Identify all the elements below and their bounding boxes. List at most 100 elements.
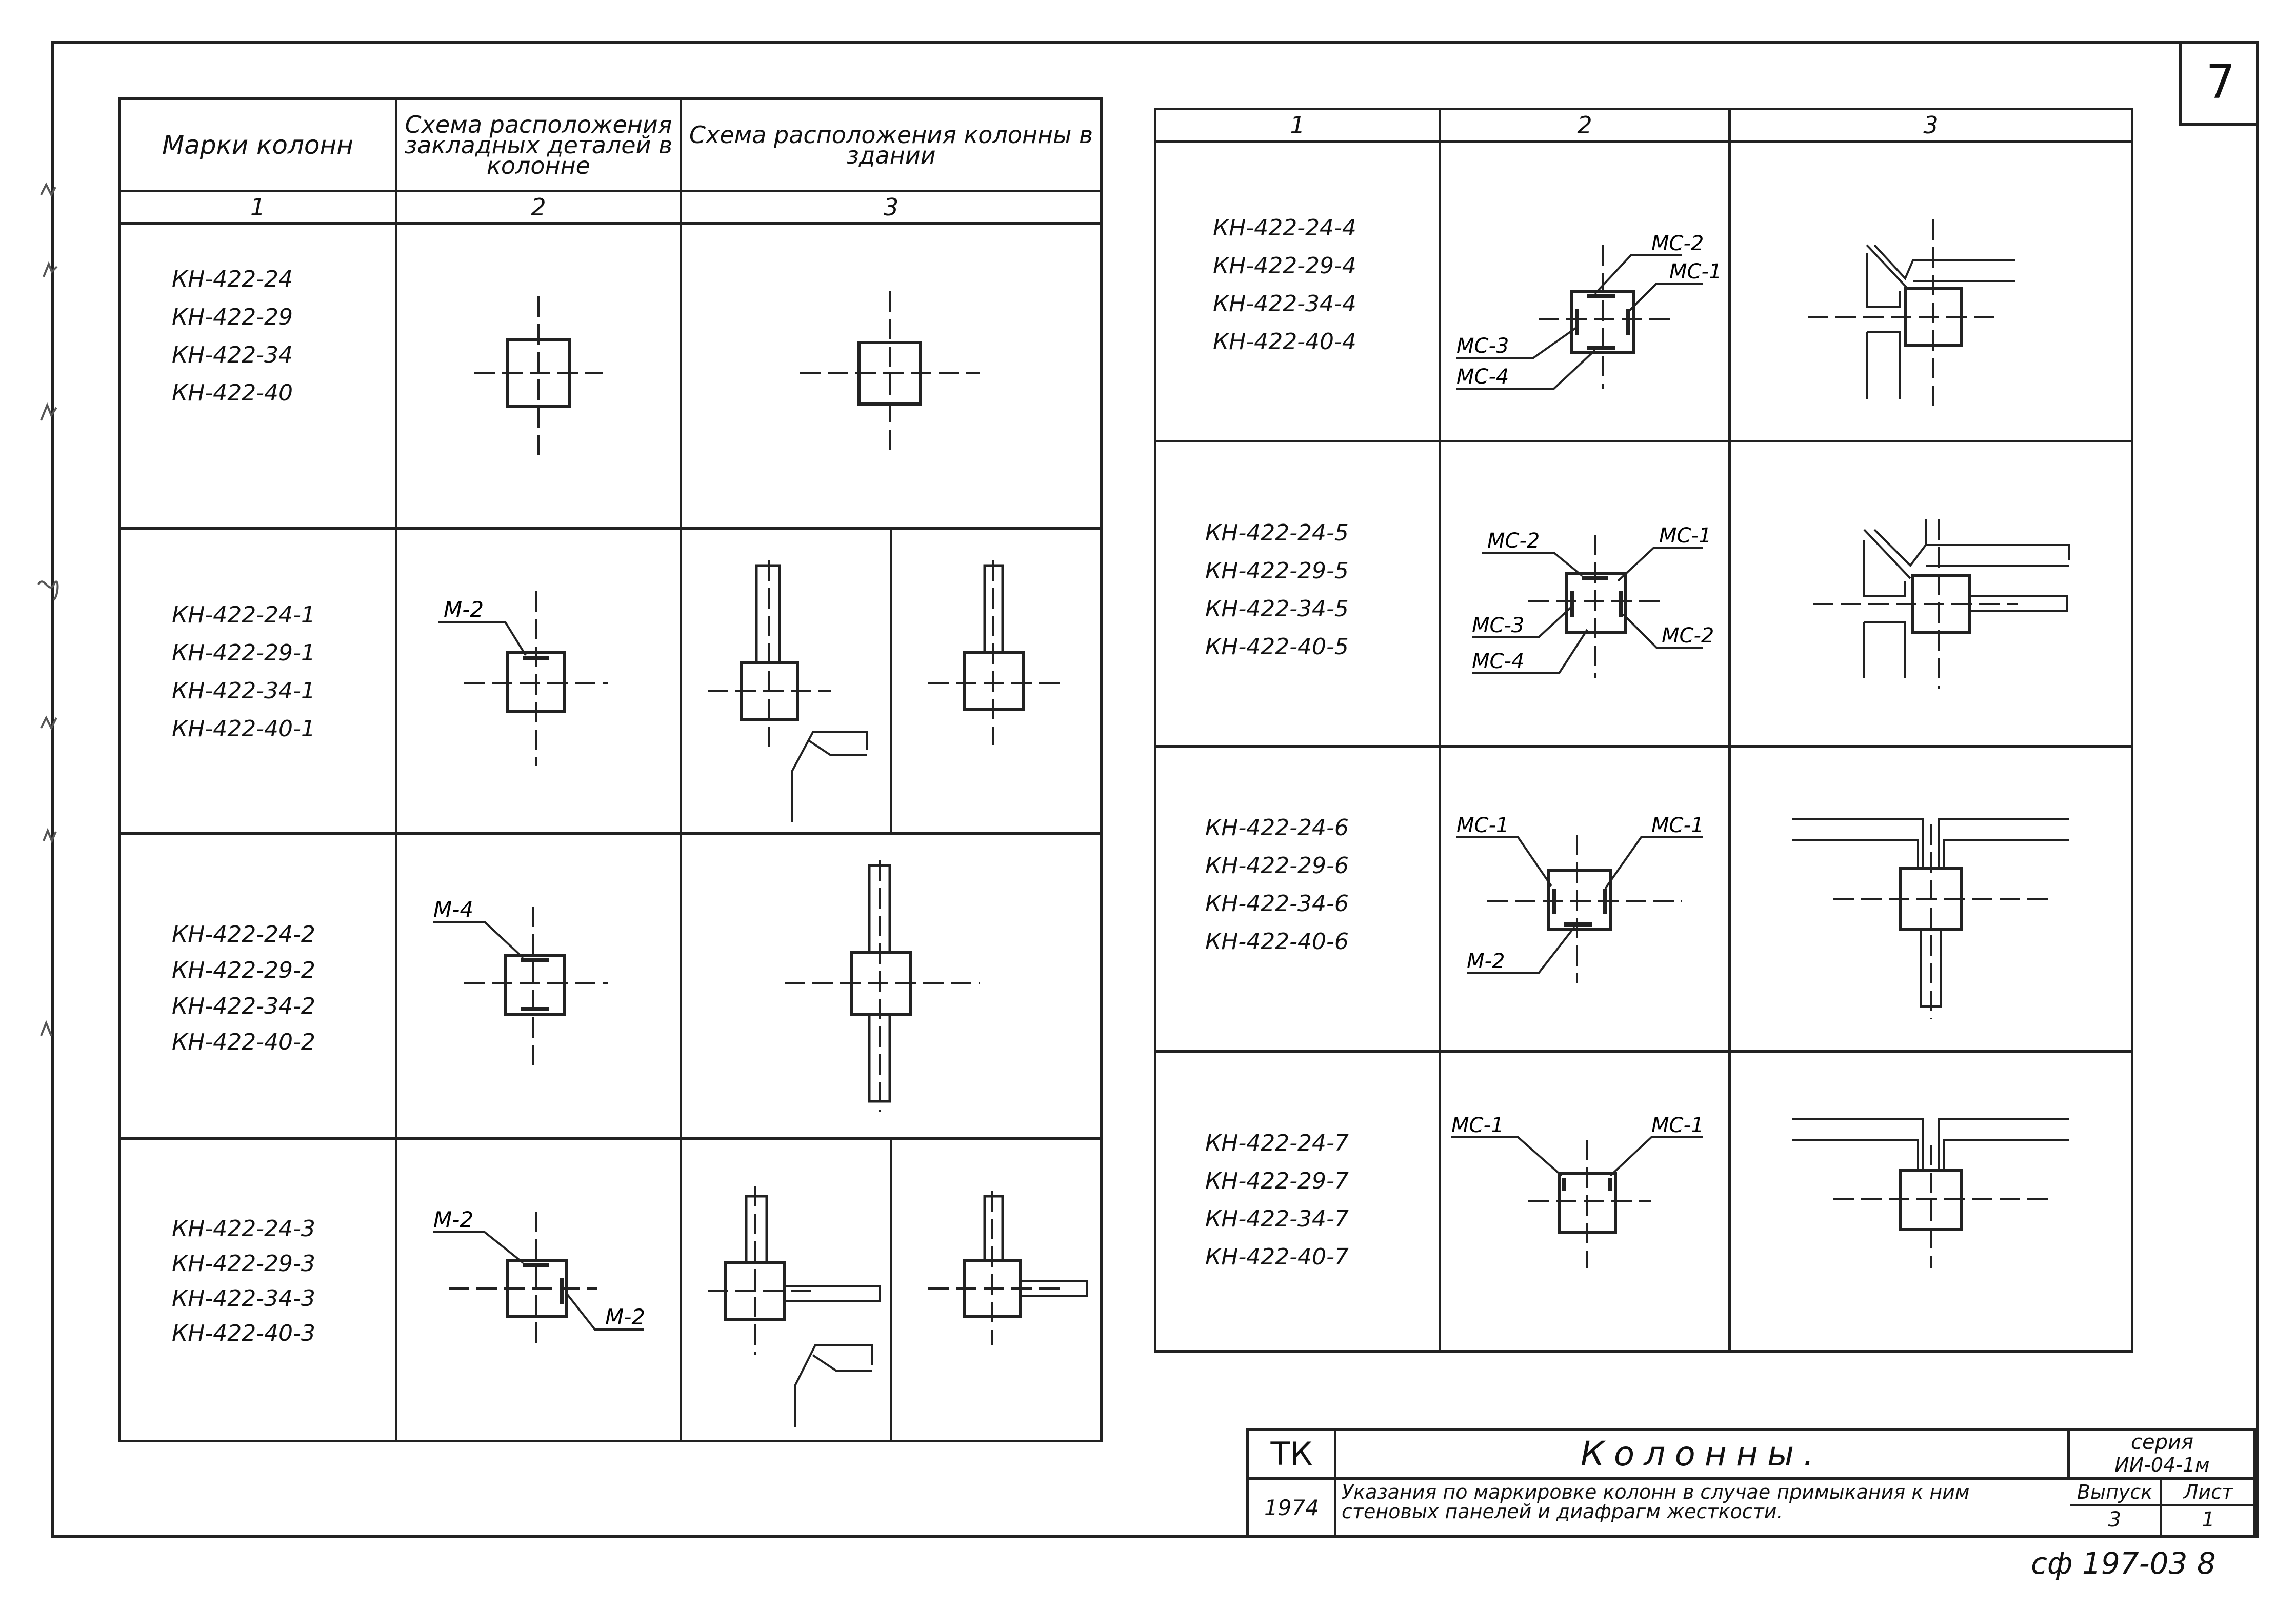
column-mark: КН-422-40-7 bbox=[1205, 1244, 1349, 1270]
column-mark: КН-422-34-1 bbox=[172, 678, 315, 704]
part-label: МС-2 bbox=[1651, 232, 1704, 255]
column-mark: КН-422-40-2 bbox=[172, 1029, 315, 1055]
table-row: КН-422-24-3 КН-422-29-3 КН-422-34-3 КН-4… bbox=[118, 1137, 1103, 1442]
column-layout-scheme bbox=[708, 1186, 881, 1427]
column-mark: КН-422-29-3 bbox=[172, 1251, 315, 1277]
part-label: МС-3 bbox=[1456, 334, 1509, 358]
col-number: 1 bbox=[1290, 111, 1305, 139]
column-mark: КН-422-40-6 bbox=[1205, 929, 1349, 955]
title-code: ТК bbox=[1249, 1431, 1336, 1480]
part-label: МС-1 bbox=[1659, 524, 1711, 548]
series-label: серия bbox=[2130, 1431, 2194, 1454]
part-label: МС-1 bbox=[1451, 1114, 1504, 1137]
part-label: М-4 bbox=[433, 897, 473, 922]
part-label: М-2 bbox=[605, 1304, 645, 1330]
column-mark: КН-422-40-4 bbox=[1213, 329, 1356, 355]
part-label: МС-1 bbox=[1651, 814, 1704, 837]
embedded-parts-scheme: М-2 bbox=[438, 591, 608, 766]
column-mark: КН-422-34 bbox=[172, 342, 293, 368]
column-mark: КН-422-40-3 bbox=[172, 1320, 315, 1346]
margin-scribbles bbox=[37, 182, 59, 1036]
column-mark: КН-422-40 bbox=[172, 380, 293, 406]
column-mark: КН-422-34-6 bbox=[1205, 891, 1349, 917]
archive-stamp: сф 197-03 8 bbox=[2031, 1546, 2216, 1581]
title-block: ТК 1974 Колонны. Указания по маркировке … bbox=[1246, 1428, 2257, 1538]
part-label: МС-4 bbox=[1472, 650, 1524, 673]
part-label: М-2 bbox=[1467, 950, 1505, 973]
issue-label: Выпуск bbox=[2070, 1480, 2160, 1506]
table-row: КН-422-24-2 КН-422-29-2 КН-422-34-2 КН-4… bbox=[118, 832, 1103, 1140]
part-label: МС-3 bbox=[1472, 614, 1524, 637]
part-label: МС-2 bbox=[1487, 529, 1540, 553]
column-mark: КН-422-24-3 bbox=[172, 1216, 315, 1242]
header-embedded-parts: Схема расположения закладных деталей в к… bbox=[404, 110, 673, 179]
column-layout-scheme bbox=[708, 560, 868, 822]
table-row: КН-422-24-5 КН-422-29-5 КН-422-34-5 КН-4… bbox=[1154, 440, 2133, 748]
sheet-title: Колонны. bbox=[1336, 1431, 2070, 1480]
column-mark: КН-422-34-2 bbox=[172, 993, 315, 1019]
column-mark: КН-422-24-5 bbox=[1205, 520, 1349, 546]
column-mark: КН-422-24-7 bbox=[1205, 1130, 1349, 1156]
part-label: МС-1 bbox=[1669, 260, 1722, 284]
drawing-frame bbox=[51, 41, 2259, 1538]
column-mark: КН-422-29-7 bbox=[1205, 1168, 1349, 1194]
embedded-parts-scheme: МС-1 МС-1 bbox=[1451, 1114, 1704, 1268]
part-label: М-2 bbox=[444, 597, 484, 622]
col-number: 2 bbox=[1577, 111, 1592, 139]
embedded-parts-scheme: МС-2 МС-1 МС-3 МС-2 МС-4 bbox=[1472, 524, 1714, 678]
sheet-number: 7 bbox=[2179, 41, 2259, 126]
column-mark: КН-422-24-2 bbox=[172, 921, 315, 948]
sheet-label: Лист bbox=[2162, 1480, 2254, 1506]
column-mark: КН-422-24-1 bbox=[172, 602, 315, 628]
table-row: КН-422-24-4 КН-422-29-4 КН-422-34-4 КН-4… bbox=[1154, 140, 2133, 442]
column-layout-scheme bbox=[785, 860, 980, 1112]
embedded-parts-scheme bbox=[474, 296, 603, 455]
header-column-layout: Схема расположения колонны в здании bbox=[689, 120, 1093, 169]
column-mark: КН-422-34-5 bbox=[1205, 596, 1349, 622]
part-label: МС-1 bbox=[1456, 814, 1509, 837]
part-label: МС-4 bbox=[1456, 365, 1509, 389]
title-year: 1974 bbox=[1249, 1480, 1336, 1538]
embedded-parts-scheme: МС-2 МС-1 МС-3 МС-4 bbox=[1456, 232, 1722, 390]
column-layout-scheme bbox=[1808, 219, 2015, 409]
embedded-parts-scheme: МС-1 МС-1 М-2 bbox=[1456, 814, 1704, 983]
column-mark: КН-422-40-5 bbox=[1205, 634, 1349, 660]
column-mark: КН-422-24-6 bbox=[1205, 815, 1349, 841]
table-row: КН-422-24 КН-422-29 КН-422-34 КН-422-40 bbox=[118, 222, 1103, 530]
column-layout-scheme bbox=[928, 1191, 1088, 1345]
embedded-parts-scheme: М-4 bbox=[433, 897, 608, 1065]
column-mark: КН-422-34-3 bbox=[172, 1285, 315, 1312]
part-label: М-2 bbox=[433, 1207, 473, 1232]
column-mark: КН-422-24-4 bbox=[1213, 215, 1356, 241]
sheet-description: Указания по маркировке колонн в случае п… bbox=[1342, 1482, 1970, 1523]
column-mark: КН-422-24 bbox=[172, 266, 293, 292]
left-table: Марки колонн Схема расположения закладны… bbox=[118, 97, 1103, 1442]
column-layout-scheme bbox=[1813, 519, 2070, 689]
sheet-value: 1 bbox=[2202, 1508, 2215, 1532]
col-number: 2 bbox=[531, 193, 546, 221]
right-table: 1 2 3 КН-422-24-4 КН-422-29-4 КН-422-34-… bbox=[1154, 108, 2133, 1353]
table-row: КН-422-24-7 КН-422-29-7 КН-422-34-7 КН-4… bbox=[1154, 1050, 2133, 1353]
table-row: КН-422-24-1 КН-422-29-1 КН-422-34-1 КН-4… bbox=[118, 527, 1103, 835]
header-marks: Марки колонн bbox=[162, 130, 353, 160]
column-mark: КН-422-29-6 bbox=[1205, 853, 1349, 879]
series-value: ИИ-04-1м bbox=[2114, 1454, 2210, 1476]
column-mark: КН-422-29 bbox=[172, 304, 293, 330]
column-mark: КН-422-29-5 bbox=[1205, 558, 1349, 584]
part-label: МС-2 bbox=[1662, 624, 1714, 648]
column-mark: КН-422-40-1 bbox=[172, 716, 315, 742]
column-mark: КН-422-29-4 bbox=[1213, 253, 1356, 279]
part-label: МС-1 bbox=[1651, 1114, 1704, 1137]
column-layout-scheme bbox=[1792, 1118, 2069, 1268]
col-number: 3 bbox=[1923, 111, 1939, 139]
column-mark: КН-422-29-1 bbox=[172, 640, 315, 666]
col-number: 3 bbox=[883, 193, 899, 221]
table-row: КН-422-24-6 КН-422-29-6 КН-422-34-6 КН-4… bbox=[1154, 745, 2133, 1053]
column-mark: КН-422-29-2 bbox=[172, 957, 315, 983]
embedded-parts-scheme: М-2 М-2 bbox=[433, 1207, 645, 1345]
issue-value: 3 bbox=[2108, 1508, 2122, 1532]
column-layout-scheme bbox=[1792, 818, 2069, 1019]
column-mark: КН-422-34-7 bbox=[1205, 1206, 1349, 1232]
col-number: 1 bbox=[250, 193, 266, 221]
column-mark: КН-422-34-4 bbox=[1213, 291, 1356, 317]
